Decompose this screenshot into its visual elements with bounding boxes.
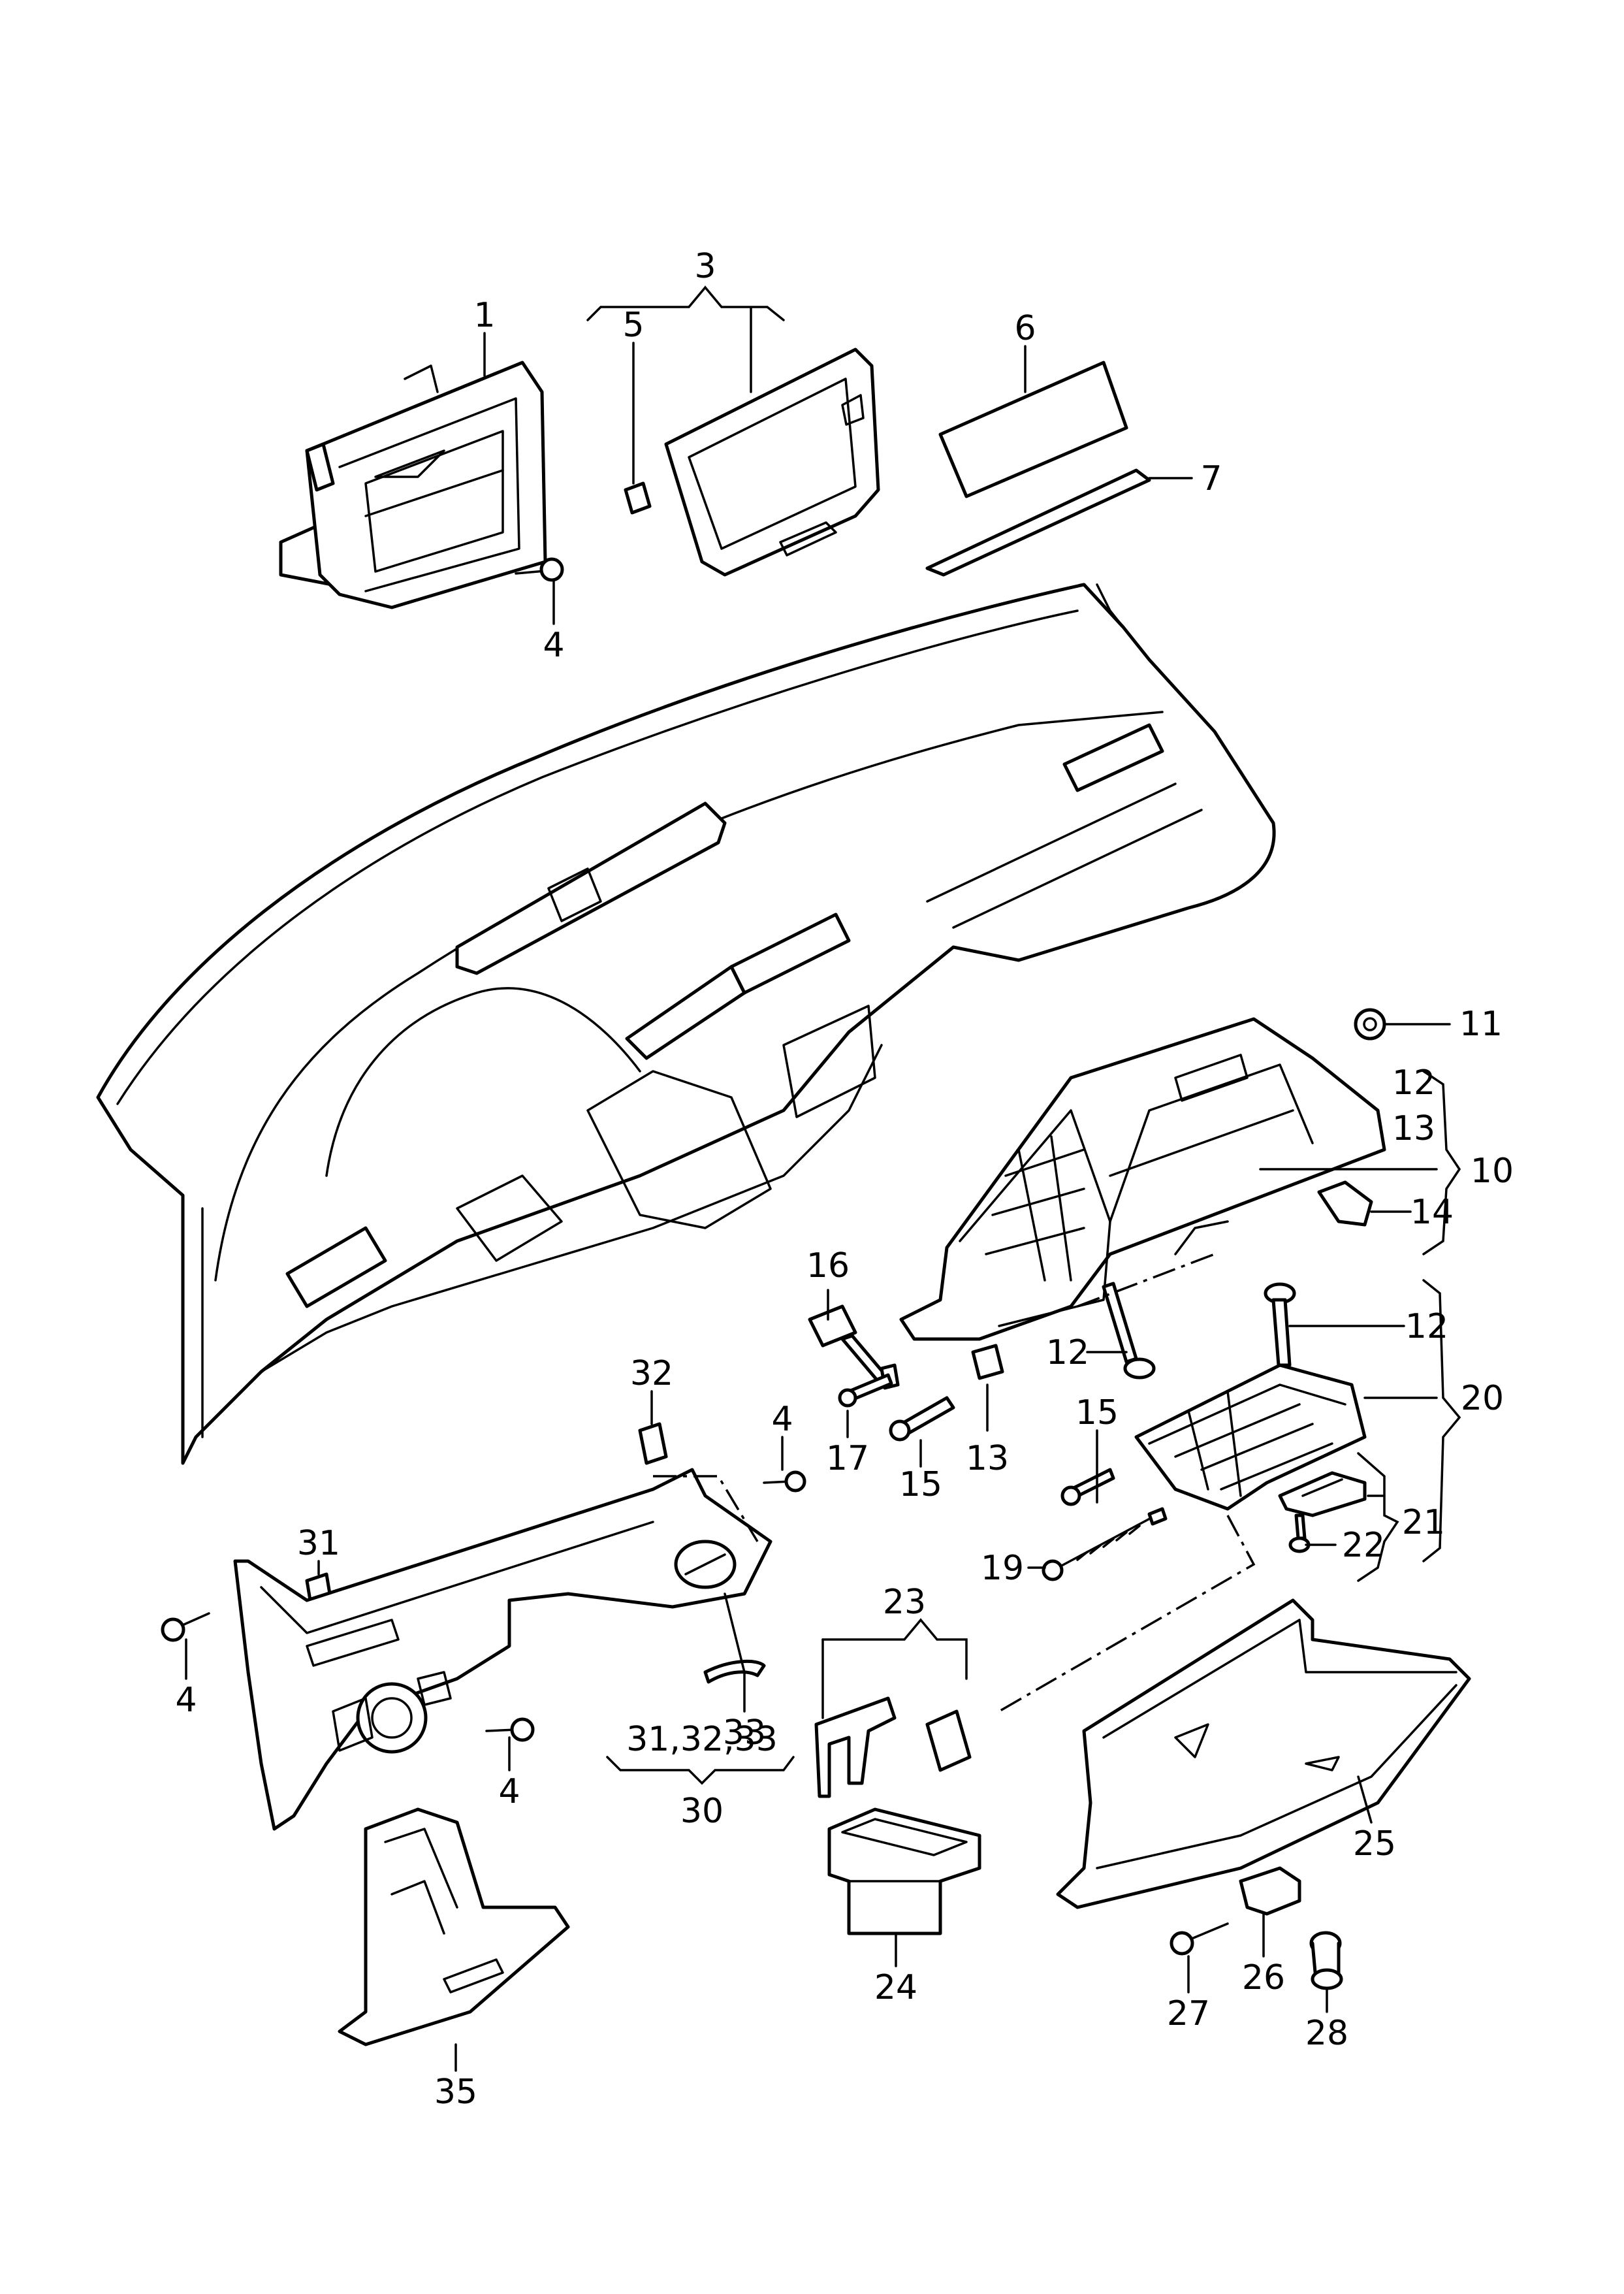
callout-13-lower: 13: [966, 1439, 1009, 1478]
callout-23: 23: [883, 1583, 926, 1622]
callout-12-upper: 12: [1392, 1063, 1435, 1103]
dashboard-panel: [96, 583, 1276, 1465]
callout-5: 5: [622, 306, 644, 345]
part-16-bracket: [808, 1304, 900, 1390]
callout-6: 6: [1014, 309, 1036, 348]
callout-4-left: 4: [175, 1681, 197, 1720]
callout-3: 3: [694, 247, 716, 286]
part-22-screw: [1288, 1513, 1311, 1553]
callout-13-upper: 13: [1392, 1109, 1435, 1148]
callout-33: 33: [723, 1713, 766, 1753]
callout-4-mid: 4: [771, 1400, 793, 1439]
part-3-display-frame: [624, 347, 880, 577]
callout-1: 1: [473, 296, 495, 335]
callout-4-lower: 4: [498, 1772, 520, 1811]
callout-28: 28: [1305, 2014, 1348, 2053]
part-4-screw-lower: [485, 1717, 535, 1742]
callout-19: 19: [981, 1549, 1024, 1588]
part-1-radio-frame: [279, 361, 547, 609]
part-17-screw: [838, 1373, 893, 1408]
callout-24: 24: [874, 1968, 917, 2007]
part-15-pin-right: [1060, 1468, 1115, 1506]
part-13-clip: [971, 1344, 1004, 1380]
part-15-pin: [889, 1396, 955, 1442]
part-24-storage-box: [827, 1807, 981, 1935]
part-4-screw-mid: [763, 1470, 806, 1493]
part-27-screw: [1170, 1922, 1229, 1956]
part-4-screw-top: [515, 557, 564, 582]
callout-12-lower: 12: [1046, 1333, 1089, 1372]
part-30-lower-trim: [233, 1468, 772, 1831]
callout-22: 22: [1342, 1526, 1385, 1565]
part-28-cylinder: [1309, 1931, 1343, 1990]
part-12-screw-upper: [1264, 1282, 1296, 1367]
callout-16: 16: [806, 1246, 850, 1285]
callout-12-right: 12: [1405, 1307, 1448, 1346]
assembly-line-trim: [653, 1475, 759, 1542]
callout-27: 27: [1167, 1994, 1210, 2033]
part-4-screw-left: [161, 1612, 210, 1642]
part-7-frame: [925, 468, 1151, 577]
callout-15-lower: 15: [899, 1465, 942, 1504]
part-23-bracket-right: [925, 1709, 972, 1772]
callout-10: 10: [1471, 1152, 1514, 1191]
part-12-screw: [1102, 1282, 1156, 1380]
assembly-line-tray: [998, 1515, 1256, 1713]
callout-21: 21: [1402, 1503, 1445, 1542]
callout-35: 35: [434, 2073, 477, 2112]
callout-4-top: 4: [543, 626, 564, 665]
callout-15-upper: 15: [1075, 1393, 1119, 1432]
part-35-lower-glovebox: [338, 1807, 570, 2046]
part-20-storage-tray: [1134, 1363, 1367, 1511]
part-19-rod: [1042, 1507, 1168, 1581]
callout-26: 26: [1242, 1958, 1285, 1997]
part-26-lock: [1239, 1866, 1301, 1916]
part-6-cover: [938, 361, 1128, 498]
part-11-clip: [1354, 1008, 1386, 1041]
callout-7: 7: [1200, 459, 1222, 498]
callout-32: 32: [630, 1354, 673, 1393]
part-23-bracket-left: [814, 1696, 897, 1798]
callout-14: 14: [1410, 1193, 1454, 1232]
callout-30: 30: [680, 1792, 724, 1831]
callout-labels: 1 3 5 4 6 7 11 12 13 10 14 16 12 12 32 4…: [175, 247, 1514, 2112]
part-21-latch: [1278, 1471, 1367, 1517]
callout-20: 20: [1461, 1379, 1504, 1418]
callout-11: 11: [1459, 1005, 1503, 1044]
callout-31: 31: [297, 1524, 340, 1563]
part-14-bracket: [1317, 1180, 1373, 1227]
part-25-glovebox-lid: [1056, 1598, 1471, 1909]
callout-17: 17: [826, 1439, 869, 1478]
callout-31-32-33: 31,32,33: [626, 1720, 778, 1759]
part-32-clip: [638, 1422, 668, 1465]
part-10-glovebox-housing: [899, 1017, 1386, 1341]
leader-lines: [185, 285, 1461, 2072]
callout-25: 25: [1353, 1824, 1396, 1864]
assembly-line-glovebox: [1077, 1253, 1215, 1308]
